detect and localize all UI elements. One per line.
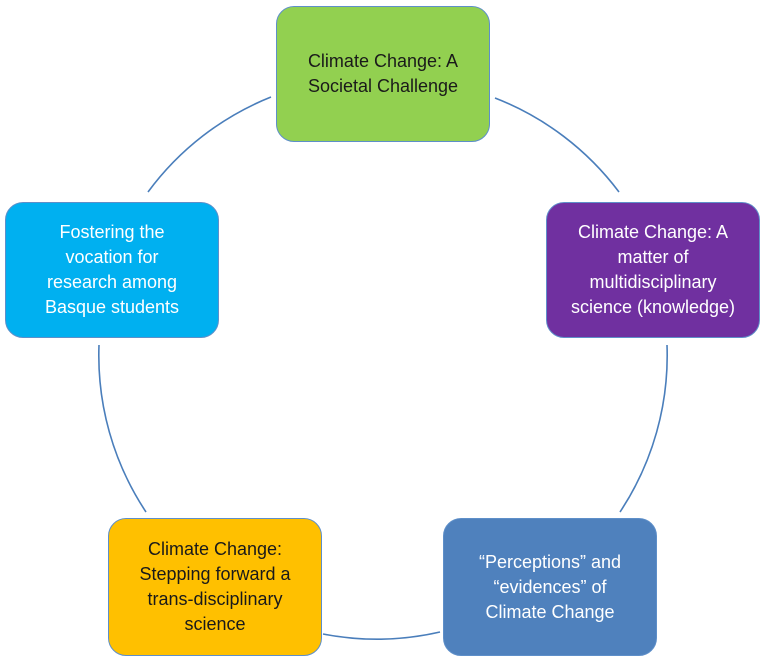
node-label: Climate Change: Stepping forward a trans… [139,539,291,634]
node-label: Climate Change: A Societal Challenge [307,51,459,96]
ring-arc-n2-n3 [619,344,668,513]
ring-arc-n5-n1 [147,96,272,193]
node-trans-disciplinary-science: Climate Change: Stepping forward a trans… [108,518,322,656]
node-perceptions-evidences: “Perceptions” and “evidences” of Climate… [443,518,657,656]
node-fostering-vocation: Fostering the vocation for research amon… [5,202,219,338]
node-label: Climate Change: A matter of multidiscipl… [570,222,736,317]
node-societal-challenge: Climate Change: A Societal Challenge [276,6,490,142]
ring-arc-n1-n2 [494,97,620,193]
node-label: Fostering the vocation for research amon… [44,222,180,317]
node-label: “Perceptions” and “evidences” of Climate… [478,551,622,622]
ring-arc-n3-n4 [322,631,441,640]
node-multidisciplinary-science: Climate Change: A matter of multidiscipl… [546,202,760,338]
ring-arc-n4-n5 [98,344,147,513]
